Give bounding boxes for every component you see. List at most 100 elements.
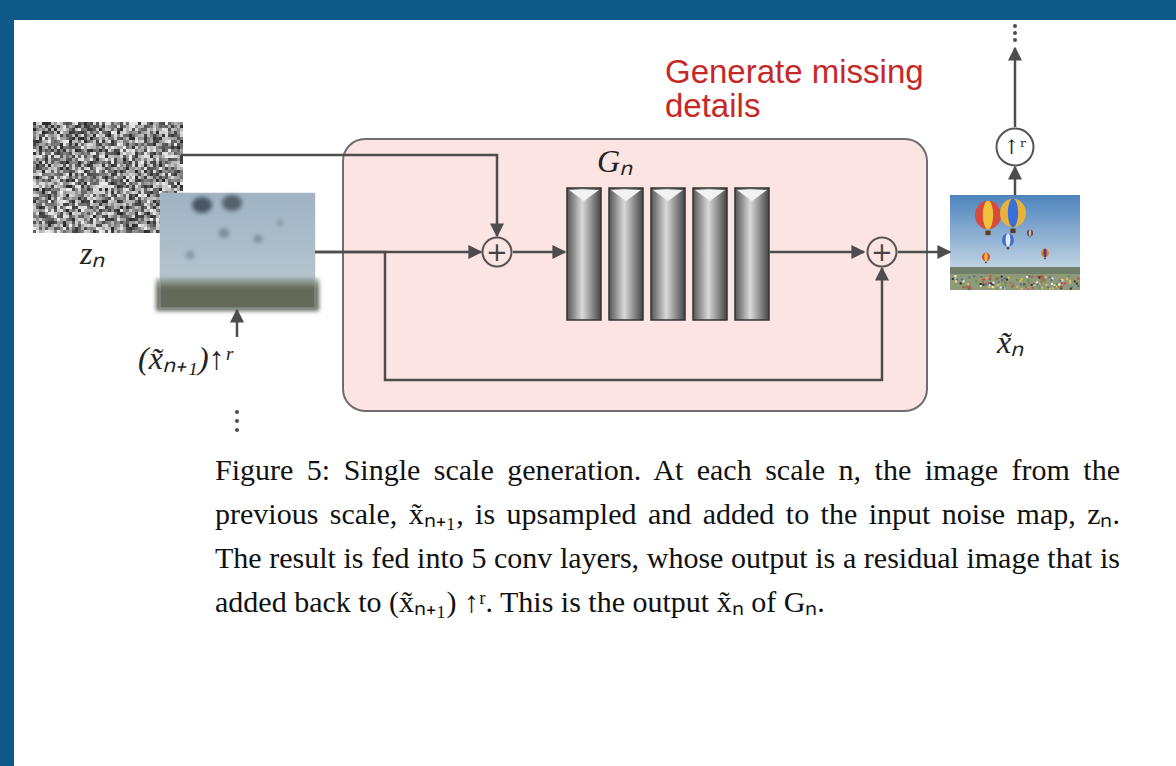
noise-pixel — [57, 125, 60, 128]
noise-pixel — [153, 218, 156, 221]
noise-pixel — [48, 176, 51, 179]
noise-pixel — [48, 122, 51, 125]
crowd-dot — [988, 286, 990, 288]
noise-pixel — [84, 197, 87, 200]
noise-pixel — [129, 167, 132, 170]
noise-pixel — [120, 137, 123, 140]
noise-pixel — [120, 230, 123, 233]
noise-pixel — [162, 137, 165, 140]
noise-pixel — [63, 137, 66, 140]
noise-pixel — [117, 137, 120, 140]
noise-pixel — [84, 206, 87, 209]
noise-pixel — [117, 176, 120, 179]
noise-pixel — [72, 134, 75, 137]
noise-pixel — [123, 170, 126, 173]
noise-pixel — [111, 209, 114, 212]
noise-pixel — [60, 152, 63, 155]
noise-pixel — [135, 221, 138, 224]
noise-pixel — [45, 152, 48, 155]
noise-pixel — [144, 206, 147, 209]
noise-pixel — [171, 161, 174, 164]
noise-pixel — [156, 149, 159, 152]
noise-pixel — [132, 188, 135, 191]
noise-pixel — [126, 191, 129, 194]
noise-pixel — [138, 194, 141, 197]
noise-pixel — [177, 149, 180, 152]
noise-pixel — [156, 155, 159, 158]
noise-pixel — [72, 212, 75, 215]
noise-pixel — [39, 224, 42, 227]
noise-pixel — [138, 188, 141, 191]
noise-pixel — [54, 164, 57, 167]
noise-pixel — [78, 146, 81, 149]
noise-pixel — [168, 167, 171, 170]
noise-pixel — [57, 230, 60, 233]
noise-pixel — [90, 167, 93, 170]
noise-pixel — [42, 173, 45, 176]
noise-pixel — [51, 164, 54, 167]
noise-pixel — [42, 167, 45, 170]
noise-pixel — [141, 188, 144, 191]
noise-pixel — [63, 134, 66, 137]
noise-pixel — [36, 212, 39, 215]
noise-pixel — [51, 131, 54, 134]
noise-pixel — [45, 167, 48, 170]
noise-pixel — [93, 137, 96, 140]
noise-pixel — [39, 143, 42, 146]
noise-pixel — [54, 224, 57, 227]
noise-pixel — [39, 170, 42, 173]
noise-pixel — [90, 170, 93, 173]
noise-pixel — [135, 128, 138, 131]
noise-pixel — [75, 230, 78, 233]
noise-pixel — [135, 125, 138, 128]
noise-pixel — [150, 161, 153, 164]
noise-pixel — [171, 134, 174, 137]
noise-pixel — [138, 200, 141, 203]
noise-pixel — [72, 215, 75, 218]
noise-pixel — [66, 191, 69, 194]
noise-pixel — [123, 197, 126, 200]
noise-pixel — [150, 173, 153, 176]
noise-pixel — [84, 158, 87, 161]
noise-pixel — [153, 191, 156, 194]
noise-pixel — [123, 164, 126, 167]
noise-pixel — [150, 140, 153, 143]
noise-pixel — [108, 170, 111, 173]
noise-pixel — [159, 125, 162, 128]
blurry-balloon — [254, 235, 262, 243]
noise-pixel — [96, 209, 99, 212]
noise-pixel — [78, 224, 81, 227]
noise-pixel — [171, 179, 174, 182]
noise-pixel — [120, 218, 123, 221]
noise-pixel — [57, 221, 60, 224]
noise-pixel — [66, 125, 69, 128]
noise-pixel — [69, 152, 72, 155]
noise-pixel — [144, 176, 147, 179]
noise-pixel — [108, 191, 111, 194]
noise-pixel — [45, 161, 48, 164]
noise-pixel — [147, 191, 150, 194]
noise-pixel — [78, 179, 81, 182]
noise-pixel — [36, 200, 39, 203]
noise-pixel — [72, 230, 75, 233]
noise-pixel — [57, 170, 60, 173]
crowd-dot — [980, 276, 982, 278]
noise-pixel — [99, 212, 102, 215]
noise-pixel — [51, 179, 54, 182]
noise-pixel — [153, 146, 156, 149]
noise-pixel — [51, 218, 54, 221]
noise-pixel — [102, 218, 105, 221]
noise-pixel — [162, 179, 165, 182]
noise-pixel — [54, 212, 57, 215]
noise-pixel — [138, 161, 141, 164]
noise-pixel — [57, 161, 60, 164]
noise-pixel — [60, 185, 63, 188]
crowd-dot — [1002, 287, 1004, 289]
noise-pixel — [81, 215, 84, 218]
noise-pixel — [135, 155, 138, 158]
noise-pixel — [102, 179, 105, 182]
noise-pixel — [51, 224, 54, 227]
noise-pixel — [156, 194, 159, 197]
noise-pixel — [66, 122, 69, 125]
noise-pixel — [96, 203, 99, 206]
